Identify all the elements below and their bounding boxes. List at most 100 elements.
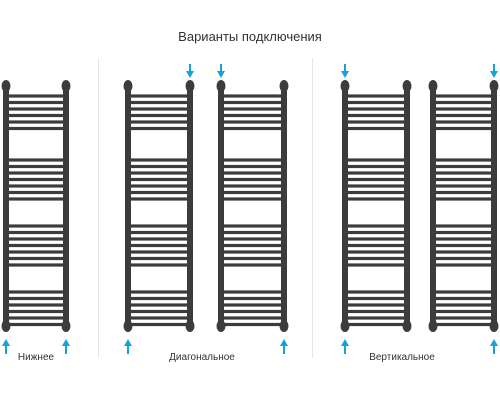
radiator-rung — [345, 107, 407, 111]
radiator-rung — [433, 190, 494, 195]
radiator-rung — [345, 296, 407, 301]
radiator-rung — [6, 100, 66, 105]
radiator-rung — [221, 171, 284, 175]
radiator-rung — [128, 250, 190, 254]
radiator-rung — [345, 230, 407, 235]
radiator-rung — [345, 126, 407, 131]
radiator-rung — [433, 107, 494, 111]
radiator-rung — [6, 126, 66, 131]
radiator-rung — [345, 164, 407, 169]
arrow-shaft — [493, 344, 495, 354]
arrow-up-icon — [280, 339, 288, 354]
radiator-rung — [345, 322, 407, 327]
radiator-rung — [128, 256, 190, 261]
radiator-rung — [433, 177, 494, 182]
radiator-rung — [433, 316, 494, 320]
radiator-rail — [430, 84, 436, 328]
radiator-rung — [221, 243, 284, 248]
radiator-rail — [63, 84, 69, 328]
radiator-cap — [279, 80, 289, 92]
radiator-rung — [433, 237, 494, 241]
towel-radiator-icon — [216, 80, 289, 332]
radiator-rung — [345, 256, 407, 261]
radiator-rung — [128, 177, 190, 182]
radiator-rung — [221, 100, 284, 105]
radiator-rung — [433, 120, 494, 124]
radiator-rung — [433, 197, 494, 201]
radiator-rung — [6, 224, 66, 228]
arrow-up-icon — [124, 339, 132, 354]
arrow-head — [490, 71, 498, 78]
radiator-rung — [6, 322, 66, 327]
arrow-shaft — [189, 64, 191, 73]
radiator-rung — [433, 303, 494, 307]
arrow-head — [2, 339, 10, 346]
group-label-diagonal: Диагональное — [169, 352, 235, 363]
radiator-rung — [345, 184, 407, 188]
radiator-rung — [128, 197, 190, 201]
radiator-rung — [6, 243, 66, 248]
arrow-shaft — [344, 64, 346, 73]
radiator-rung — [128, 184, 190, 188]
radiator-rung — [128, 316, 190, 320]
radiator-cap — [61, 80, 71, 92]
radiator-rung — [433, 250, 494, 254]
radiator-rung — [6, 250, 66, 254]
group-label-vertical: Вертикальное — [369, 352, 435, 363]
radiator-rung — [221, 164, 284, 169]
arrow-head — [217, 71, 225, 78]
radiator-rung — [345, 190, 407, 195]
radiator-rung — [6, 230, 66, 235]
radiator-rung — [433, 322, 494, 327]
arrow-up-icon — [490, 339, 498, 354]
arrow-head — [62, 339, 70, 346]
radiator-rung — [6, 197, 66, 201]
radiator-rung — [221, 190, 284, 195]
radiator-rung — [433, 309, 494, 314]
radiator-rung — [345, 237, 407, 241]
radiator-rail — [3, 84, 9, 328]
radiator-rail — [187, 84, 193, 328]
radiator-rung — [433, 113, 494, 118]
page-title: Варианты подключения — [178, 29, 322, 44]
radiator-cap — [340, 320, 350, 332]
radiator-rung — [128, 164, 190, 169]
radiator-rung — [345, 177, 407, 182]
radiator-rung — [433, 171, 494, 175]
radiator-rung — [433, 100, 494, 105]
radiator-rung — [221, 250, 284, 254]
radiator-rung — [6, 256, 66, 261]
radiator-rung — [6, 107, 66, 111]
towel-radiator-icon — [428, 80, 499, 332]
radiator-rung — [345, 250, 407, 254]
arrow-down-icon — [186, 64, 194, 78]
radiator-rung — [128, 94, 190, 98]
radiator-rung — [221, 230, 284, 235]
radiator-cap — [428, 320, 438, 332]
radiator-rung — [345, 263, 407, 267]
radiator-rung — [128, 322, 190, 327]
radiator-cap — [489, 80, 499, 92]
radiator-rung — [433, 94, 494, 98]
radiator-rung — [345, 303, 407, 307]
radiator-cap — [61, 320, 71, 332]
radiator-cap — [123, 320, 133, 332]
radiator-cap — [123, 80, 133, 92]
radiator-cap — [402, 80, 412, 92]
radiator-cap — [1, 320, 11, 332]
arrow-head — [124, 339, 132, 346]
radiator-rung — [345, 113, 407, 118]
arrow-head — [341, 339, 349, 346]
radiator-rung — [433, 243, 494, 248]
radiator-rail — [404, 84, 410, 328]
radiator-rung — [128, 126, 190, 131]
radiator-rung — [345, 309, 407, 314]
radiator-cap — [185, 320, 195, 332]
radiator-rung — [6, 164, 66, 169]
radiator-cap — [428, 80, 438, 92]
radiator-rung — [6, 184, 66, 188]
radiator-rung — [221, 107, 284, 111]
group-label-bottom: Нижнее — [17, 352, 55, 363]
radiator-rung — [128, 113, 190, 118]
radiator-rung — [433, 126, 494, 131]
